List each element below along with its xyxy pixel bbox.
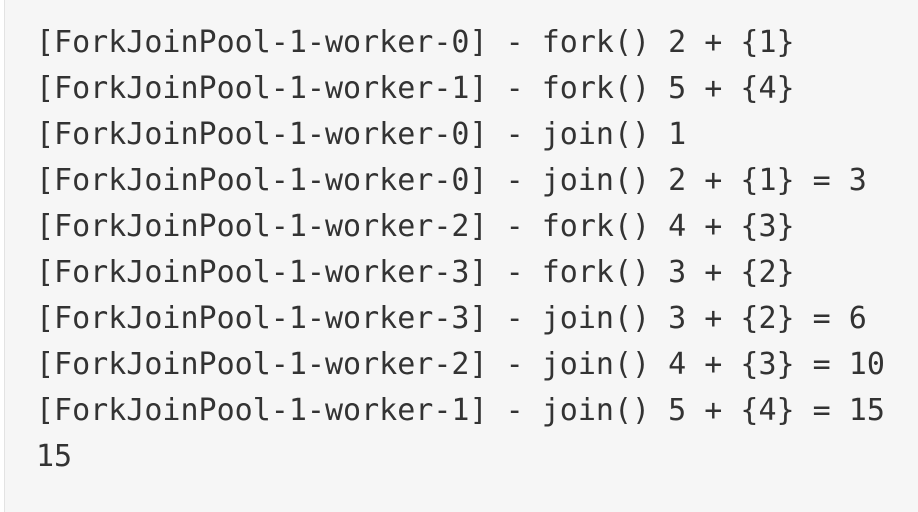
console-line: [ForkJoinPool-1-worker-3] - fork() 3 + {… <box>36 255 795 290</box>
console-line: [ForkJoinPool-1-worker-2] - fork() 4 + {… <box>36 209 795 244</box>
console-line: [ForkJoinPool-1-worker-3] - join() 3 + {… <box>36 301 867 336</box>
console-line: 15 <box>36 439 73 474</box>
console-line: [ForkJoinPool-1-worker-2] - join() 4 + {… <box>36 347 885 382</box>
console-line: [ForkJoinPool-1-worker-0] - fork() 2 + {… <box>36 25 795 60</box>
console-output-block[interactable]: [ForkJoinPool-1-worker-0] - fork() 2 + {… <box>5 0 918 512</box>
console-line: [ForkJoinPool-1-worker-1] - join() 5 + {… <box>36 393 885 428</box>
console-line-list: [ForkJoinPool-1-worker-0] - fork() 2 + {… <box>36 20 918 480</box>
console-line: [ForkJoinPool-1-worker-1] - fork() 5 + {… <box>36 71 795 106</box>
console-line: [ForkJoinPool-1-worker-0] - join() 1 <box>36 117 687 152</box>
console-line: [ForkJoinPool-1-worker-0] - join() 2 + {… <box>36 163 867 198</box>
